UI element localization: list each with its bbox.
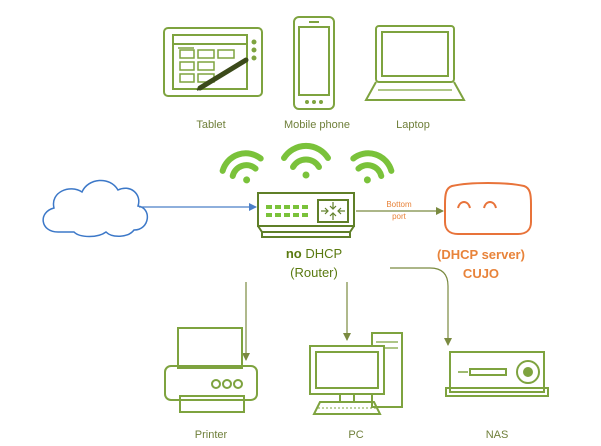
router-label-line1: DHCP xyxy=(301,246,343,261)
laptop-label: Laptop xyxy=(396,119,430,131)
cujo-label: (DHCP server) CUJO xyxy=(437,245,525,283)
cloud-icon xyxy=(42,179,148,238)
bottom-port-label-line1: Bottom xyxy=(386,200,412,209)
tablet-label: Tablet xyxy=(196,119,226,131)
printer-icon xyxy=(164,327,258,413)
router-label-line2: (Router) xyxy=(290,265,338,280)
cujo-icon xyxy=(444,182,532,235)
nas-label: NAS xyxy=(485,429,509,441)
mobile-phone-label: Mobile phone xyxy=(283,119,351,131)
cujo-label-line1: (DHCP server) xyxy=(437,247,525,262)
mobile-phone-icon xyxy=(293,16,335,110)
laptop-icon xyxy=(364,25,466,101)
router-label-prefix: no xyxy=(285,246,302,261)
router-icon xyxy=(257,192,355,238)
pc-label: PC xyxy=(348,429,364,441)
tablet-icon xyxy=(163,27,263,97)
wifi-icon xyxy=(219,142,395,184)
pc-icon xyxy=(309,332,403,415)
nas-link xyxy=(390,267,452,346)
cujo-label-line2: CUJO xyxy=(462,266,500,281)
bottom-port-label: Bottom port xyxy=(386,200,411,222)
router-label: no DHCP (Router) xyxy=(286,244,342,282)
printer-label: Printer xyxy=(194,429,228,441)
router-ports xyxy=(266,205,308,217)
nas-icon xyxy=(445,351,549,397)
bottom-port-label-line2: port xyxy=(392,212,406,221)
